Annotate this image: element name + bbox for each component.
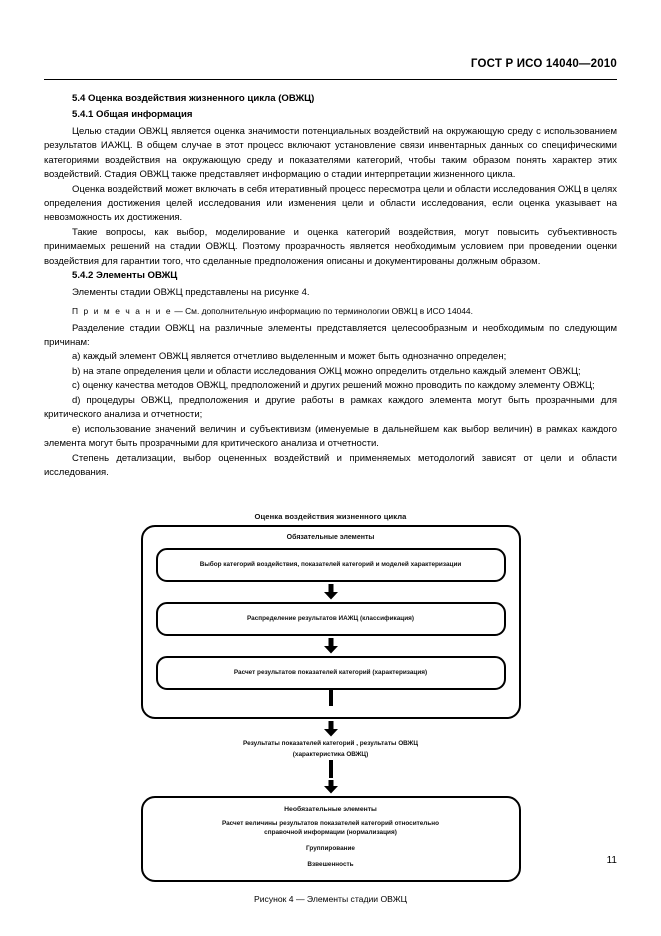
standard-title: ГОСТ Р ИСО 14040—2010 [470, 58, 617, 70]
diagram-step-3: Расчет результатов показателей категорий… [155, 656, 506, 690]
paragraph-5-4-2-3: Степень детализации, выбор оцененных воз… [44, 452, 617, 478]
paragraph-5-4-1-1: Целью стадии ОВЖЦ является оценка значим… [44, 125, 617, 181]
note-block: П р и м е ч а н и е — См. дополнительную… [44, 305, 617, 318]
figure-caption: Рисунок 4 — Элементы стадии ОВЖЦ [253, 893, 407, 904]
optional-item-weighting: Взвешенность [307, 861, 354, 869]
arrow-down-icon [141, 778, 521, 796]
mandatory-elements-label: Обязательные элементы [286, 534, 375, 541]
connector-line [156, 690, 506, 706]
page-footer: 11 [44, 855, 617, 875]
paragraph-5-4-1-3: Такие вопросы, как выбор, моделирование … [44, 226, 617, 267]
diagram-step-2: Распределение результатов ИАЖЦ (классифи… [155, 602, 506, 636]
paragraph-5-4-1-2: Оценка воздействий может включать в себя… [44, 183, 617, 224]
optional-item-normalization: Расчет величины результатов показателей … [159, 820, 503, 837]
optional-item-grouping: Группирование [306, 844, 355, 852]
optional-elements-group: Необязательные элементы Расчет величины … [140, 796, 521, 882]
list-item: e) использование значений величин и субъ… [44, 423, 617, 450]
optional-elements-label: Необязательные элементы [284, 806, 377, 814]
mandatory-elements-group: Обязательные элементы Выбор категорий во… [140, 525, 521, 719]
optional-item-normalization-line-1: Расчет величины результатов показателей … [221, 820, 440, 828]
heading-5-4: 5.4 Оценка воздействия жизненного цикла … [72, 93, 315, 104]
list-item: c) оценку качества методов ОВЖЦ, предпол… [72, 380, 595, 392]
list-item: d) процедуры ОВЖЦ, предположения и други… [44, 394, 617, 421]
connector-line [141, 760, 521, 779]
diagram-step-1: Выбор категорий воздействия, показателей… [155, 548, 506, 582]
list-item: b) на этапе определения цели и области и… [72, 365, 581, 377]
heading-5-4-1: 5.4.1 Общая информация [72, 109, 193, 121]
note-text: — См. дополнительную информацию по терми… [172, 305, 473, 316]
intermediate-result-line-1: Результаты показателей категорий , резул… [243, 740, 418, 747]
arrow-down-icon [141, 719, 521, 739]
heading-5-4-2: 5.4.2 Элементы ОВЖЦ [72, 270, 178, 282]
figure-title: Оценка воздействия жизненного цикла [254, 512, 407, 521]
diagram-lcia-elements: Обязательные элементы Выбор категорий во… [140, 525, 521, 882]
page-header: ГОСТ Р ИСО 14040—2010 [44, 58, 617, 84]
note-label: П р и м е ч а н и е [72, 305, 173, 316]
optional-item-normalization-line-2: справочной информации (нормализация) [264, 828, 397, 836]
intermediate-result-line-2: (характеристика ОВЖЦ) [292, 750, 369, 758]
document-body: 5.4 Оценка воздействия жизненного цикла … [44, 92, 617, 480]
page-number: 11 [606, 855, 617, 866]
figure-4: Оценка воздействия жизненного цикла Обяз… [44, 512, 617, 904]
header-divider [44, 79, 617, 80]
arrow-down-icon [156, 582, 506, 602]
paragraph-5-4-2-1: Элементы стадии ОВЖЦ представлены на рис… [72, 286, 310, 298]
arrow-down-icon [156, 636, 506, 656]
list-item: a) каждый элемент ОВЖЦ является отчетлив… [72, 351, 507, 363]
paragraph-5-4-2-2: Разделение стадии ОВЖЦ на различные элем… [44, 322, 617, 349]
